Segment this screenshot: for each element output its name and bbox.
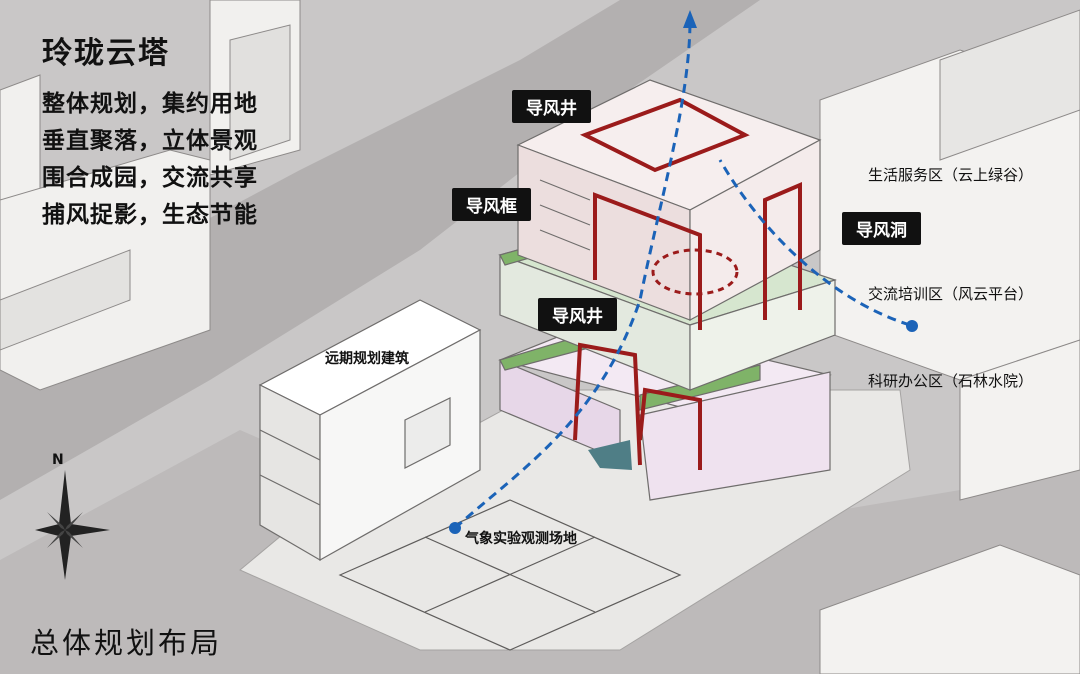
wind-end-dot	[906, 320, 918, 332]
wind-arrow-head	[683, 10, 697, 28]
context-buildings-right	[819, 9, 1080, 674]
callout-mid-wind-well: 导风井	[538, 298, 617, 331]
compass-rose-icon	[35, 470, 110, 580]
future-building	[258, 299, 482, 562]
zone-research-office: 科研办公区（石林水院）	[868, 372, 1034, 390]
future-building-label: 远期规划建筑	[325, 351, 409, 367]
slogan-line: 围合成园，交流共享	[42, 165, 258, 191]
context-buildings-left	[0, 0, 301, 391]
weather-site-label: 气象实验观测场地	[465, 531, 577, 547]
zone-life-service: 生活服务区（云上绿谷）	[868, 166, 1034, 184]
callout-wind-frame: 导风框	[452, 188, 531, 221]
wind-start-dot	[449, 522, 461, 534]
wind-openings-outline	[573, 97, 802, 470]
wind-hole-ring	[651, 248, 739, 296]
callout-wind-hole: 导风洞	[842, 212, 921, 245]
zone-exchange-training: 交流培训区（风云平台）	[868, 285, 1034, 303]
callout-top-wind-well: 导风井	[512, 90, 591, 123]
footer-caption: 总体规划布局	[30, 626, 223, 660]
slogan-line: 捕风捉影，生态节能	[42, 202, 258, 228]
slogan-line: 整体规划，集约用地	[42, 91, 258, 117]
wind-paths	[454, 19, 911, 530]
compass-north-label: N	[52, 452, 64, 468]
water-feature	[588, 440, 632, 470]
project-title: 玲珑云塔	[42, 36, 170, 71]
slogan-line: 垂直聚落，立体景观	[42, 128, 258, 154]
tower-upper	[516, 79, 822, 322]
